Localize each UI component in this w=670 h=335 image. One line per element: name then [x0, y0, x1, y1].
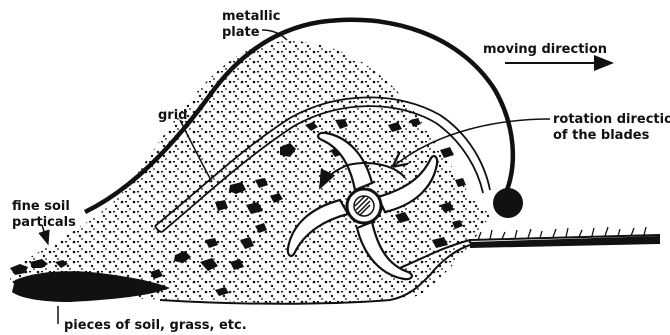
label-moving-direction: moving direction: [483, 42, 607, 57]
label-metallic: metallic: [222, 9, 280, 24]
label-fine-soil: fine soil: [12, 199, 70, 214]
plate-end-knob: [493, 188, 523, 218]
rotor-hub: [347, 189, 381, 223]
label-particals: particals: [12, 215, 76, 230]
label-grid: grid: [158, 108, 187, 123]
label-pieces: pieces of soil, grass, etc.: [64, 318, 247, 333]
label-of-the-blades: of the blades: [553, 128, 650, 143]
label-rotation-direction: rotation direction: [553, 112, 670, 127]
label-plate: plate: [222, 25, 260, 40]
